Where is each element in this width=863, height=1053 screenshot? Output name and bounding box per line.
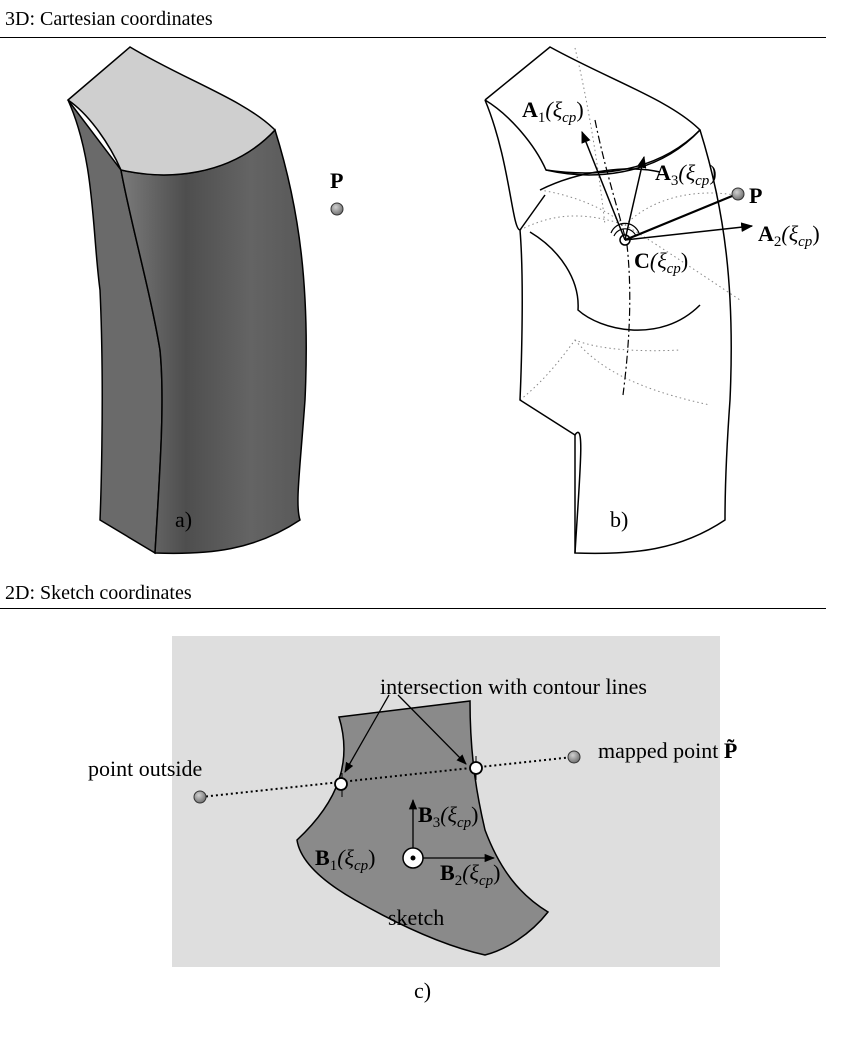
- vector-a1: [581, 130, 626, 241]
- section-3d-title: 3D: Cartesian coordinates: [5, 8, 213, 30]
- point-outside: [193, 790, 207, 804]
- label-b1: B1(ξcp): [315, 845, 375, 874]
- hidden-contours: [519, 47, 741, 406]
- origin-dot: [410, 855, 416, 861]
- vector-a3: [624, 155, 647, 241]
- caption-c: c): [414, 978, 431, 1003]
- label-a1: A1(ξcp): [522, 97, 584, 126]
- label-a3: A3(ξcp): [655, 160, 717, 189]
- section-3d-rule: [0, 37, 826, 38]
- label-a2: A2(ξcp): [758, 221, 820, 250]
- solid-top-face: [66, 46, 277, 176]
- point-p-a-label: P: [330, 168, 343, 193]
- label-point-outside: point outside: [88, 756, 202, 781]
- wireframe-edges: [484, 46, 732, 555]
- sketch-region: [296, 700, 550, 956]
- intersection-left: [334, 777, 348, 791]
- projection-line: [200, 756, 574, 798]
- panel-a: P a): [66, 46, 344, 555]
- label-b2: B2(ξcp): [440, 860, 500, 889]
- mapped-point: [567, 750, 581, 764]
- panel-c: intersection with contour lines point ou…: [88, 636, 737, 1003]
- label-mapped-point: mapped point P̃: [598, 738, 737, 763]
- point-c-arc: [613, 228, 637, 237]
- panel-b: P A1(ξcp) A3(ξcp) A2(ξcp) C(ξcp) b): [484, 46, 820, 555]
- centerline-axis: [594, 119, 631, 396]
- caption-a: a): [175, 507, 192, 532]
- label-intersection: intersection with contour lines: [380, 674, 647, 699]
- point-p-b-label: P: [749, 183, 762, 208]
- line-to-p: [624, 192, 738, 242]
- label-c: C(ξcp): [634, 248, 688, 277]
- point-p-a: [330, 202, 344, 216]
- caption-b: b): [610, 507, 628, 532]
- section-2d-title: 2D: Sketch coordinates: [5, 582, 192, 604]
- label-b3: B3(ξcp): [418, 802, 478, 831]
- vector-a2: [624, 222, 754, 241]
- point-p-b: [731, 187, 745, 201]
- intersection-arrow-right: [397, 694, 467, 765]
- point-c-arc-outer: [610, 222, 640, 234]
- intersection-right: [469, 761, 483, 775]
- section-2d-rule: [0, 608, 826, 609]
- label-sketch: sketch: [388, 905, 444, 930]
- intersection-arrow-left: [344, 694, 390, 773]
